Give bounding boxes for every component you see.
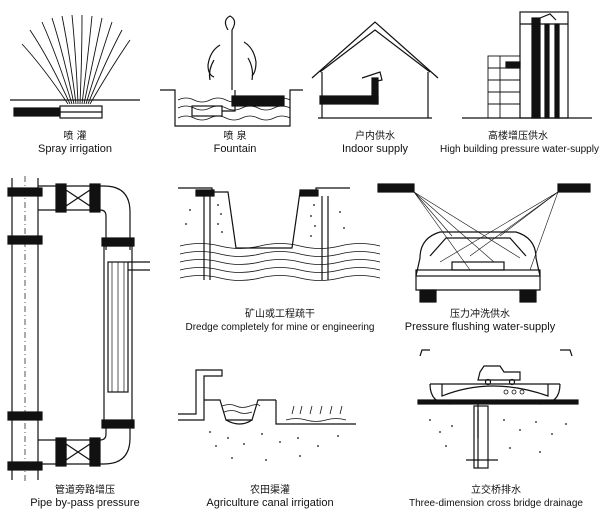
caption-en: Pressure flushing water-supply bbox=[404, 321, 556, 333]
caption-flush: 压力冲洗供水 Pressure flushing water-supply bbox=[390, 308, 570, 334]
caption-zh: 喷 灌 bbox=[63, 131, 87, 142]
caption-en: High building pressure water-supply bbox=[440, 144, 599, 155]
pipe-bypass-illustration bbox=[7, 176, 150, 482]
canal-irrigation-illustration bbox=[178, 369, 356, 461]
caption-canal: 农田渠灌 Agriculture canal irrigation bbox=[180, 484, 360, 510]
caption-en: Three-dimension cross bridge drainage bbox=[409, 498, 583, 509]
caption-highrise: 高楼增压供水 High building pressure water-supp… bbox=[440, 130, 599, 156]
caption-en: Fountain bbox=[213, 143, 257, 155]
caption-bypass: 管道旁路增压 Pipe by-pass pressure bbox=[10, 484, 160, 510]
fountain-illustration bbox=[160, 15, 303, 127]
caption-zh: 矿山或工程疏干 bbox=[245, 309, 315, 320]
caption-zh: 农田渠灌 bbox=[250, 485, 290, 496]
caption-bridge: 立交桥排水 Three-dimension cross bridge drain… bbox=[396, 484, 596, 510]
caption-en: Agriculture canal irrigation bbox=[206, 497, 334, 509]
caption-dredge: 矿山或工程疏干 Dredge completely for mine or en… bbox=[180, 308, 380, 334]
caption-zh: 户内供水 bbox=[355, 131, 395, 142]
pressure-flushing-illustration bbox=[377, 183, 591, 303]
caption-fountain: 喷 泉 Fountain bbox=[160, 130, 310, 156]
spray-irrigation-illustration bbox=[10, 14, 140, 119]
indoor-supply-illustration bbox=[311, 21, 439, 119]
caption-en: Dredge completely for mine or engineerin… bbox=[185, 322, 375, 333]
caption-zh: 压力冲洗供水 bbox=[450, 309, 510, 320]
caption-zh: 立交桥排水 bbox=[471, 485, 521, 496]
caption-en: Pipe by-pass pressure bbox=[30, 497, 140, 509]
dredge-mine-illustration bbox=[178, 187, 381, 281]
caption-zh: 管道旁路增压 bbox=[55, 485, 115, 496]
caption-en: Spray irrigation bbox=[38, 143, 112, 155]
high-building-illustration bbox=[462, 11, 592, 119]
caption-zh: 喷 泉 bbox=[223, 131, 247, 142]
caption-zh: 高楼增压供水 bbox=[488, 131, 548, 142]
caption-spray: 喷 灌 Spray irrigation bbox=[10, 130, 140, 156]
caption-en: Indoor supply bbox=[341, 143, 409, 155]
caption-indoor: 户内供水 Indoor supply bbox=[315, 130, 435, 156]
bridge-drainage-illustration bbox=[417, 349, 579, 469]
